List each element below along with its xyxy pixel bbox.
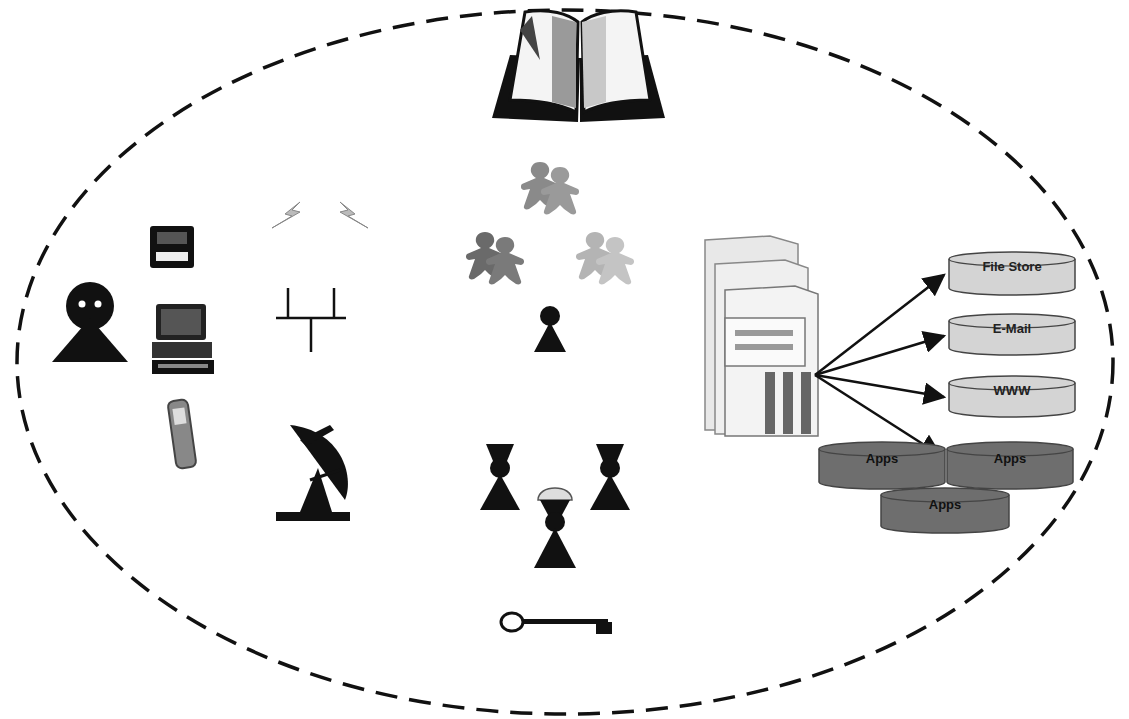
storage-label: Apps xyxy=(988,452,1033,466)
key-icon xyxy=(501,613,612,634)
storage-cylinder: Apps xyxy=(946,442,1074,490)
cylinder-body xyxy=(947,442,1073,489)
satellite-dish-icon xyxy=(276,425,350,521)
cylinder-body xyxy=(819,442,945,489)
cylinder-body xyxy=(949,376,1075,417)
cylinder-body xyxy=(949,314,1075,355)
computer-icon xyxy=(152,304,214,374)
admin-figure xyxy=(480,444,520,510)
storage-cylinder: WWW xyxy=(948,376,1076,418)
boundary-ellipse xyxy=(17,10,1113,714)
storage-cylinder: Apps xyxy=(818,442,946,490)
user-pawn xyxy=(534,306,566,352)
storage-label: Apps xyxy=(923,498,968,512)
storage-cylinder: File Store xyxy=(948,252,1076,296)
antenna-icon xyxy=(276,288,346,352)
cylinder-body xyxy=(881,488,1009,533)
user-group xyxy=(576,232,634,284)
user-group xyxy=(521,162,579,214)
connection-arrows xyxy=(815,275,944,455)
cylinder-body xyxy=(949,252,1075,295)
admin-figure xyxy=(534,488,576,568)
storage-label: E-Mail xyxy=(987,322,1037,336)
book-icon xyxy=(492,11,665,122)
storage-label: WWW xyxy=(988,384,1037,398)
server-icon xyxy=(705,236,818,436)
storage-cylinder: Apps xyxy=(880,488,1010,534)
mobile-phone-icon xyxy=(167,399,196,469)
user-figure xyxy=(52,282,128,362)
wireless-signal xyxy=(272,202,368,228)
user-group xyxy=(466,232,524,284)
storage-cylinder: E-Mail xyxy=(948,314,1076,356)
storage-label: Apps xyxy=(860,452,905,466)
admin-figure xyxy=(590,444,630,510)
pager-icon xyxy=(150,226,194,268)
storage-label: File Store xyxy=(976,260,1047,274)
